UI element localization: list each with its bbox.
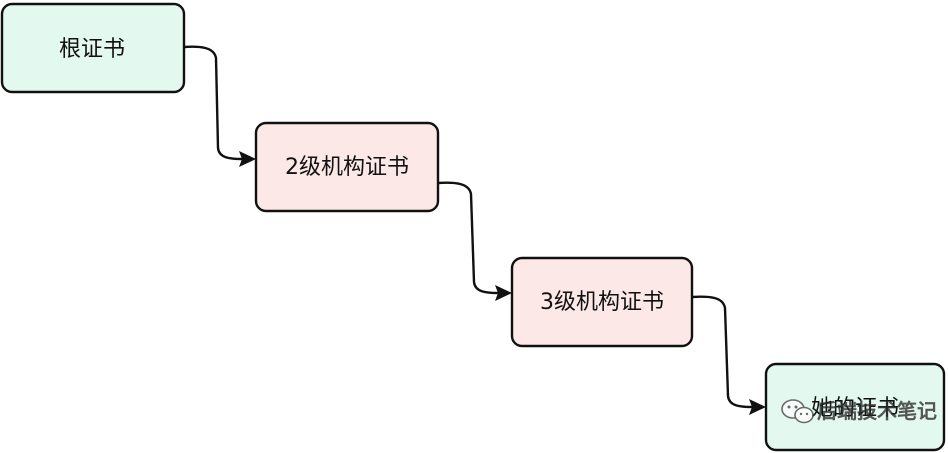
arrowhead-level3-to-site [749, 399, 766, 415]
node-site-label: 她的证书 [811, 396, 899, 421]
node-level2-box [254, 121, 440, 213]
arrowhead-root-to-level2 [239, 151, 256, 167]
arrowhead-level2-to-level3 [495, 285, 512, 301]
watermark-text: 后端技术笔记 [817, 399, 937, 423]
node-root-box [0, 2, 186, 94]
wechat-icon [781, 399, 814, 424]
edges [182, 45, 766, 415]
node-level3-label: 3级机构证书 [540, 290, 664, 315]
edge-level2-to-level3 [436, 181, 500, 295]
node-site-box [764, 362, 946, 452]
edge-level3-to-site [690, 295, 754, 409]
watermark: 后端技术笔记 [781, 399, 937, 424]
node-level2[interactable]: 2级机构证书 [254, 121, 440, 213]
node-root[interactable]: 根证书 [0, 2, 186, 94]
node-level3[interactable]: 3级机构证书 [510, 256, 694, 348]
node-level2-label: 2级机构证书 [285, 155, 409, 180]
node-root-label: 根证书 [59, 37, 125, 62]
edge-root-to-level2 [182, 45, 244, 161]
node-site[interactable]: 她的证书 [764, 362, 946, 452]
node-level3-box [510, 256, 694, 348]
